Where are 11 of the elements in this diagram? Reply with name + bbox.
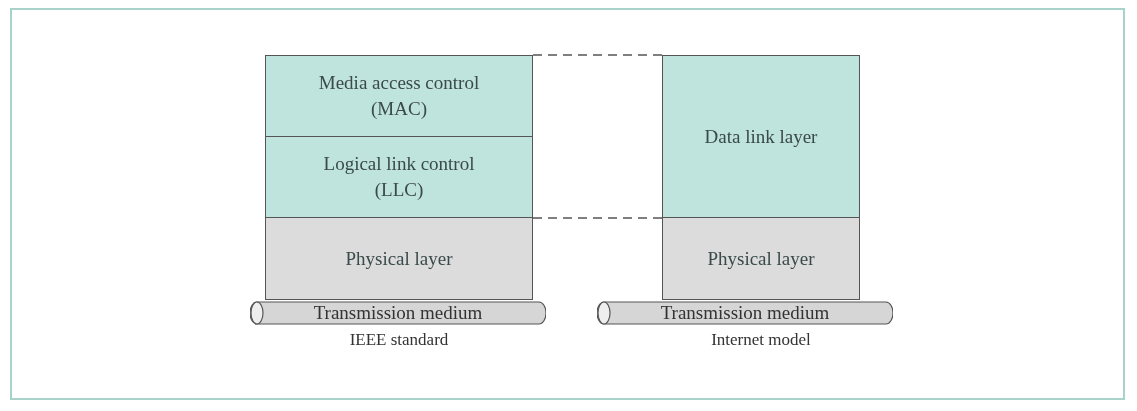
dashed-line (532, 54, 663, 56)
dashed-line (532, 217, 663, 219)
layer-box: Physical layer (662, 218, 860, 300)
layer-box: Media access control (MAC) (265, 55, 533, 137)
layer-box: Logical link control (LLC) (265, 137, 533, 218)
medium-cylinder: Transmission medium (250, 301, 546, 325)
caption-text: Internet model (711, 330, 811, 349)
caption-text: IEEE standard (349, 330, 449, 349)
layer-box: Physical layer (265, 218, 533, 300)
layer-box: Data link layer (662, 55, 860, 218)
medium-cylinder: Transmission medium (597, 301, 893, 325)
